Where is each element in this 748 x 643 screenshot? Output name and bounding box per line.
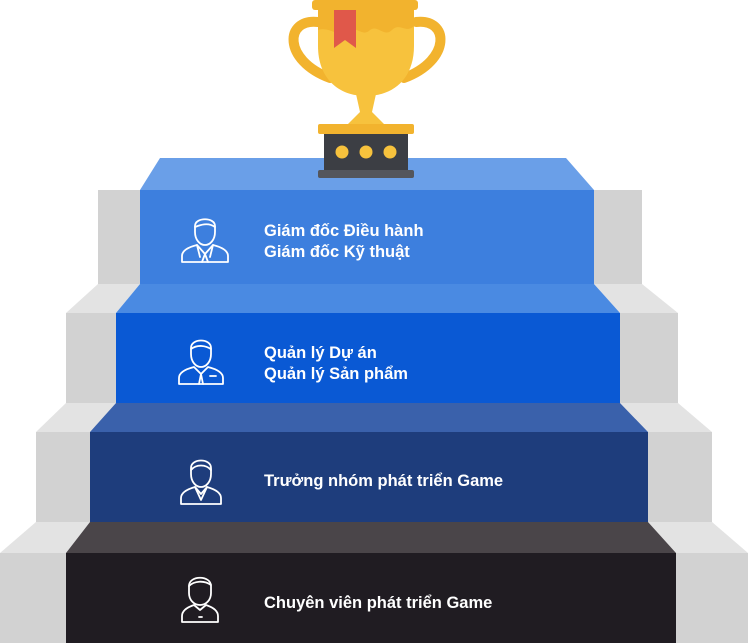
level-1-line-2: Giám đốc Kỹ thuật: [264, 243, 410, 261]
stair-tread-right-2: [594, 284, 678, 313]
level-4-label: Chuyên viên phát triển Game: [264, 593, 492, 614]
step-face-2: [116, 313, 620, 403]
stair-tread-left-4: [0, 522, 90, 553]
executive-icon: [181, 218, 229, 263]
stair-tread-right-4: [648, 522, 748, 553]
step-face-3: [90, 432, 648, 522]
step-face-1: [140, 190, 594, 284]
level-3-label: Trưởng nhóm phát triển Game: [264, 471, 503, 492]
step-top-surface-4: [66, 522, 676, 553]
level-2-line-1: Quản lý Dự án: [264, 344, 377, 362]
step-top-surface-3: [90, 403, 648, 432]
stair-tread-left-3: [36, 403, 116, 432]
step-face-4: [66, 553, 676, 643]
level-3-line-1: Trưởng nhóm phát triển Game: [264, 472, 504, 490]
stair-side-right-1: [594, 190, 642, 284]
trophy-icon: [288, 0, 446, 178]
step-top-surface-2: [116, 284, 620, 313]
stair-side-right-2: [620, 313, 678, 403]
team-lead-icon: [180, 459, 222, 505]
specialist-icon: [181, 576, 219, 623]
level-1-label: Giám đốc Điều hành Giám đốc Kỹ thuật: [264, 221, 424, 263]
stair-side-left-2: [66, 313, 116, 403]
level-4-line-1: Chuyên viên phát triển Game: [264, 594, 493, 612]
stair-side-right-4: [676, 553, 748, 643]
stair-side-left-4: [0, 553, 66, 643]
manager-icon: [178, 339, 224, 385]
stair-side-right-3: [648, 432, 712, 522]
level-2-line-2: Quản lý Sản phẩm: [264, 365, 408, 383]
stair-tread-left-2: [66, 284, 140, 313]
level-2-label: Quản lý Dự án Quản lý Sản phẩm: [264, 343, 408, 385]
stair-side-left-3: [36, 432, 90, 522]
level-1-line-1: Giám đốc Điều hành: [264, 222, 424, 240]
stair-tread-right-3: [620, 403, 712, 432]
stair-side-left-1: [98, 190, 140, 284]
